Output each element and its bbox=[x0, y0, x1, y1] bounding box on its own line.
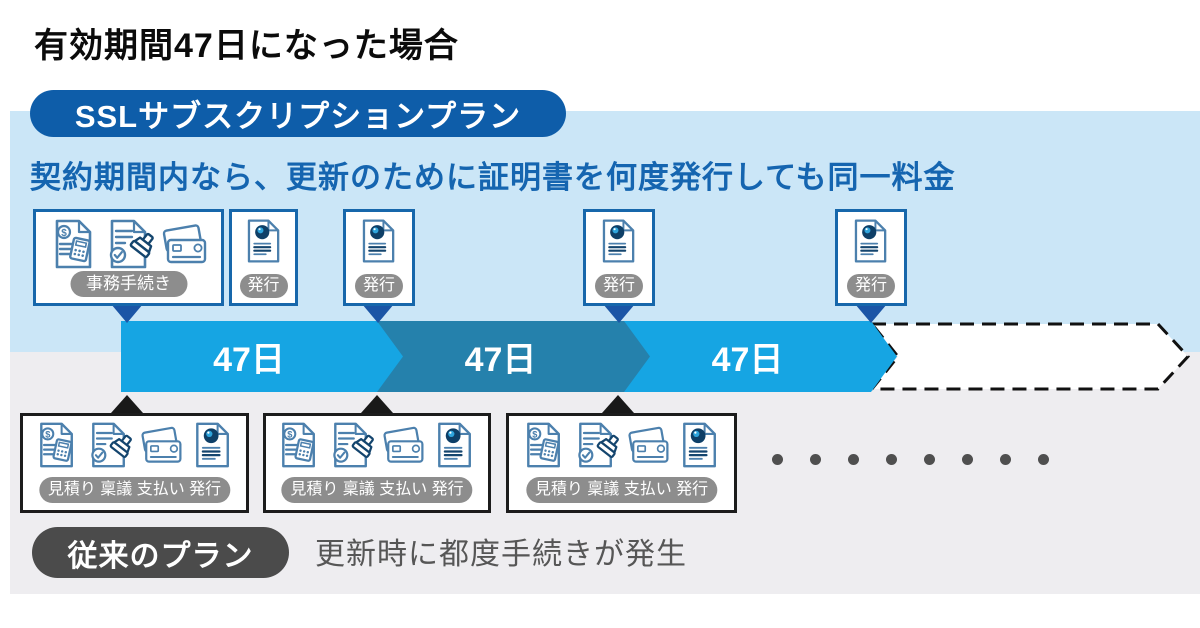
legacy-cycle-box-1: 見積り 稟議 支払い 発行 bbox=[20, 413, 249, 513]
segment-2-label: 47日 bbox=[464, 341, 537, 379]
invoice-calculator-icon bbox=[275, 421, 323, 469]
issue-label-2: 発行 bbox=[354, 274, 404, 298]
legacy-cycle-box-2: 見積り 稟議 支払い 発行 bbox=[263, 413, 491, 513]
segment-3-label: 47日 bbox=[711, 341, 784, 379]
dot bbox=[962, 454, 973, 465]
invoice-calculator-icon bbox=[33, 421, 81, 469]
legacy-steps-label-2: 見積り 稟議 支払い 発行 bbox=[281, 477, 473, 503]
legacy-plan-description: 更新時に都度手続きが発生 bbox=[315, 538, 687, 571]
legacy-cycle-box-3: 見積り 稟議 支払い 発行 bbox=[506, 413, 737, 513]
certificate-icon bbox=[848, 218, 894, 264]
timeline-start-marker-3 bbox=[603, 304, 635, 323]
legacy-renewal-marker-3 bbox=[602, 395, 634, 413]
legacy-steps-label-3: 見積り 稟議 支払い 発行 bbox=[525, 477, 718, 503]
certificate-icon bbox=[241, 218, 287, 264]
timeline-future-segment bbox=[868, 322, 1191, 391]
invoice-calculator-icon bbox=[520, 421, 568, 469]
ssl-plan-tagline: 契約期間内なら、更新のために証明書を何度発行しても同一料金 bbox=[30, 160, 956, 195]
approval-stamp-icon bbox=[327, 421, 375, 469]
admin-procedure-icons bbox=[36, 218, 221, 270]
issue-label-3: 発行 bbox=[594, 274, 644, 298]
dot bbox=[886, 454, 897, 465]
approval-stamp-icon bbox=[572, 421, 620, 469]
dot bbox=[848, 454, 859, 465]
certificate-icon bbox=[596, 218, 642, 264]
issue-box-1: 発行 bbox=[229, 209, 298, 306]
legacy-cycle-icons bbox=[23, 421, 246, 469]
page-title: 有効期間47日になった場合 bbox=[34, 27, 459, 65]
approval-stamp-icon bbox=[103, 218, 155, 270]
timeline-start-marker-2 bbox=[362, 304, 394, 323]
credit-cards-icon bbox=[382, 426, 424, 463]
admin-procedure-box: 事務手続き bbox=[33, 209, 224, 306]
legacy-steps-label-1: 見積り 稟議 支払い 発行 bbox=[38, 477, 231, 503]
credit-cards-icon bbox=[161, 223, 206, 264]
legacy-renewal-marker-2 bbox=[361, 395, 393, 413]
ellipsis-dots bbox=[772, 452, 1076, 470]
legacy-cycle-icons bbox=[509, 421, 734, 469]
timeline-segment-2: 47日 bbox=[377, 321, 650, 392]
issue-box-4: 発行 bbox=[835, 209, 907, 306]
legacy-cycle-icons bbox=[266, 421, 488, 469]
certificate-icon bbox=[676, 421, 724, 469]
certificate-icon bbox=[189, 421, 237, 469]
timeline-start-marker-4 bbox=[855, 304, 887, 323]
dot bbox=[1000, 454, 1011, 465]
issue-label-4: 発行 bbox=[846, 274, 896, 298]
timeline-segment-3: 47日 bbox=[624, 321, 897, 392]
timeline-start-marker-1 bbox=[111, 304, 143, 323]
admin-procedure-label: 事務手続き bbox=[70, 271, 187, 297]
timeline-segment-1: 47日 bbox=[121, 321, 403, 392]
issue-box-3: 発行 bbox=[583, 209, 655, 306]
certificate-icon bbox=[356, 218, 402, 264]
ssl-plan-badge: SSLサブスクリプションプラン bbox=[30, 90, 566, 137]
issue-box-2: 発行 bbox=[343, 209, 415, 306]
dot bbox=[810, 454, 821, 465]
approval-stamp-icon bbox=[85, 421, 133, 469]
legacy-plan-badge: 従来のプラン bbox=[32, 527, 289, 578]
legacy-renewal-marker-1 bbox=[111, 395, 143, 413]
dot bbox=[924, 454, 935, 465]
credit-cards-icon bbox=[627, 426, 668, 463]
credit-cards-icon bbox=[140, 426, 181, 463]
certificate-icon bbox=[431, 421, 479, 469]
dot bbox=[772, 454, 783, 465]
dot bbox=[1038, 454, 1049, 465]
issue-label-1: 発行 bbox=[239, 274, 288, 298]
segment-1-label: 47日 bbox=[213, 341, 285, 379]
invoice-calculator-icon bbox=[48, 218, 100, 270]
